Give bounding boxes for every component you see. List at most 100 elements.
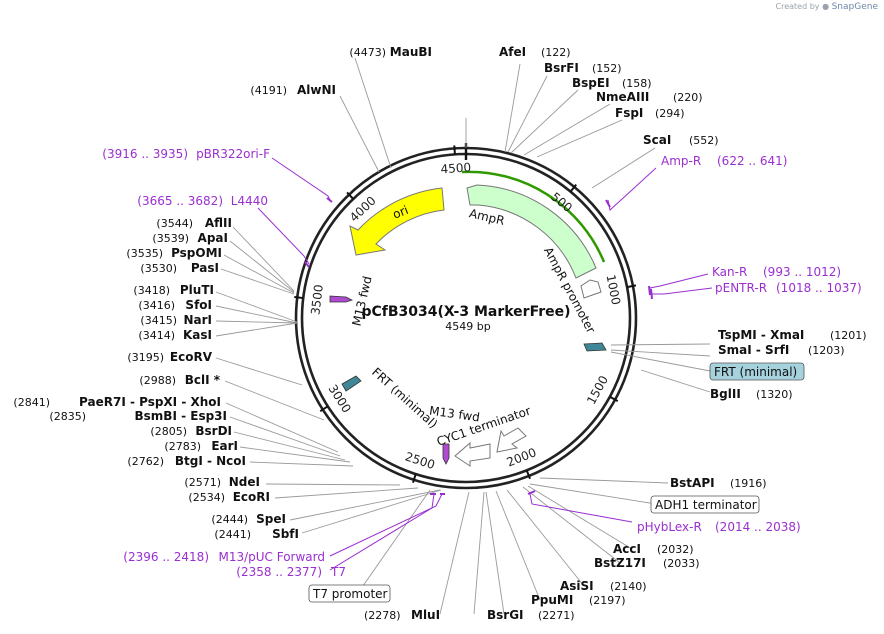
site-position: (3418) <box>133 284 170 297</box>
site-position: (1320) <box>756 388 793 401</box>
site-label[interactable]: BclI * <box>185 373 221 387</box>
site-label[interactable]: AlwNI <box>297 83 336 97</box>
boxed-labels: FRT (minimal) ADH1 terminator T7 promote… <box>308 362 805 603</box>
site-label[interactable]: BstZ17I <box>594 556 646 570</box>
scale-tick <box>412 473 417 483</box>
site-position: (3539) <box>152 232 189 245</box>
primer-range: (2358 .. 2377) <box>236 565 322 579</box>
primer-name[interactable]: T7 <box>330 565 346 579</box>
adh1-label-box[interactable] <box>650 495 760 514</box>
site-label[interactable]: BstAPI <box>670 476 715 490</box>
primer-range: (622 .. 641) <box>717 154 787 168</box>
feature-cyc1-terminator-a[interactable] <box>454 441 491 467</box>
site-label[interactable]: PasI <box>191 261 219 275</box>
site-position: (552) <box>689 134 719 147</box>
site-label[interactable]: MauBI <box>390 45 432 59</box>
scale-tick <box>609 395 619 402</box>
primer-name[interactable]: Amp-R <box>661 154 701 168</box>
site-label[interactable]: ScaI <box>643 133 671 147</box>
site-position: (158) <box>622 77 652 90</box>
site-label[interactable]: PpuMI <box>531 593 573 607</box>
site-label[interactable]: SbfI <box>272 527 299 541</box>
primer-labels: Amp-R (622 .. 641) Kan-R (993 .. 1012) p… <box>102 147 861 579</box>
primer-range: (993 .. 1012) <box>763 265 841 279</box>
feature-ori[interactable] <box>349 187 445 256</box>
t7-promoter-label: T7 promoter <box>312 587 388 601</box>
feature-m13-fwd-bottom[interactable] <box>442 443 450 465</box>
site-label[interactable]: SpeI <box>256 512 286 526</box>
site-label[interactable]: EarI <box>211 439 238 453</box>
feature-frt-minimal-right[interactable] <box>583 342 607 352</box>
site-label[interactable]: EcoRI <box>233 490 270 504</box>
site-label[interactable]: ApaI <box>198 231 228 245</box>
site-label[interactable]: NarI <box>183 313 212 327</box>
site-label[interactable]: SmaI - SrfI <box>718 343 789 357</box>
site-label[interactable]: AccI <box>613 542 641 556</box>
sites-right: AfeI (122) BsrFI (152) BspEI (158) NmeAI… <box>364 45 867 622</box>
site-label[interactable]: BglII <box>710 387 741 401</box>
site-position: (2988) <box>139 374 176 387</box>
t7-promoter-label-box[interactable] <box>308 584 391 603</box>
site-position: (2441) <box>214 528 251 541</box>
primer-name[interactable]: L4440 <box>231 194 268 208</box>
site-label[interactable]: BtgI - NcoI <box>175 454 246 468</box>
site-position: (1203) <box>808 344 845 357</box>
site-position: (2033) <box>663 557 700 570</box>
feature-ampr-selection-outline[interactable] <box>461 170 606 263</box>
frt-label-box[interactable] <box>709 362 805 381</box>
feature-label-ampr: AmpR <box>468 206 506 228</box>
site-label[interactable]: NmeAIII <box>596 90 649 104</box>
site-label[interactable]: BsrDI <box>195 424 232 438</box>
feature-ampr-promoter[interactable] <box>580 279 602 299</box>
site-position: (3414) <box>138 329 175 342</box>
site-position: (2571) <box>184 476 221 489</box>
site-label[interactable]: SfoI <box>185 298 212 312</box>
site-label[interactable]: PluTI <box>180 283 214 297</box>
site-position: (1916) <box>730 477 767 490</box>
site-label[interactable]: AsiSI <box>560 579 594 593</box>
site-label[interactable]: FspI <box>615 106 643 120</box>
site-label[interactable]: BsrFI <box>544 61 579 75</box>
site-position: (3544) <box>156 217 193 230</box>
primer-name[interactable]: pENTR-R <box>715 281 767 295</box>
site-label[interactable]: BspEI <box>572 76 610 90</box>
primer-range: (3665 .. 3682) <box>137 194 223 208</box>
site-position: (3415) <box>140 314 177 327</box>
plasmid-name: pCfB3034(X-3 MarkerFree) <box>361 304 570 320</box>
site-label[interactable]: NdeI <box>229 475 260 489</box>
site-position: (4191) <box>250 84 287 97</box>
site-label[interactable]: TspMI - XmaI <box>718 328 804 342</box>
site-label[interactable]: KasI <box>183 328 212 342</box>
scale-tick <box>569 184 577 193</box>
site-label[interactable]: BsmBI - Esp3I <box>135 409 227 423</box>
site-label[interactable]: BsrGI <box>487 608 524 622</box>
primer-name[interactable]: pBR322ori-F <box>196 147 270 161</box>
site-label[interactable]: AfeI <box>499 45 526 59</box>
site-position: (2197) <box>589 594 626 607</box>
site-position: (2444) <box>211 513 248 526</box>
adh1-label: ADH1 terminator <box>655 498 757 512</box>
primer-name[interactable]: Kan-R <box>712 265 747 279</box>
scale-tick-label: 4500 <box>440 160 471 176</box>
site-label[interactable]: AflII <box>205 216 232 230</box>
feature-frt-minimal-left[interactable] <box>341 375 362 392</box>
sites-left: (4473) MauBI (4191) AlwNI (3544) AflII (… <box>13 45 432 541</box>
site-label[interactable]: PspOMI <box>171 246 222 260</box>
site-position: (152) <box>592 62 622 75</box>
feature-ampr[interactable] <box>466 184 597 279</box>
scale-tick <box>453 145 456 155</box>
primer-name[interactable]: M13/pUC Forward <box>218 550 325 564</box>
primer-name[interactable]: pHybLex-R <box>637 520 702 534</box>
scale-tick <box>346 191 354 200</box>
primer-range: (3916 .. 3935) <box>102 147 188 161</box>
scale-tick <box>525 469 531 480</box>
site-label[interactable]: MluI <box>411 608 440 622</box>
scale-tick <box>626 284 637 289</box>
site-label[interactable]: PaeR7I - PspXI - XhoI <box>79 395 221 409</box>
feature-cyc1-terminator-b[interactable] <box>496 427 527 453</box>
site-position: (3530) <box>140 262 177 275</box>
site-position: (2140) <box>610 580 647 593</box>
feature-m13-fwd-left[interactable] <box>329 295 354 303</box>
site-label[interactable]: EcoRV <box>170 350 213 364</box>
